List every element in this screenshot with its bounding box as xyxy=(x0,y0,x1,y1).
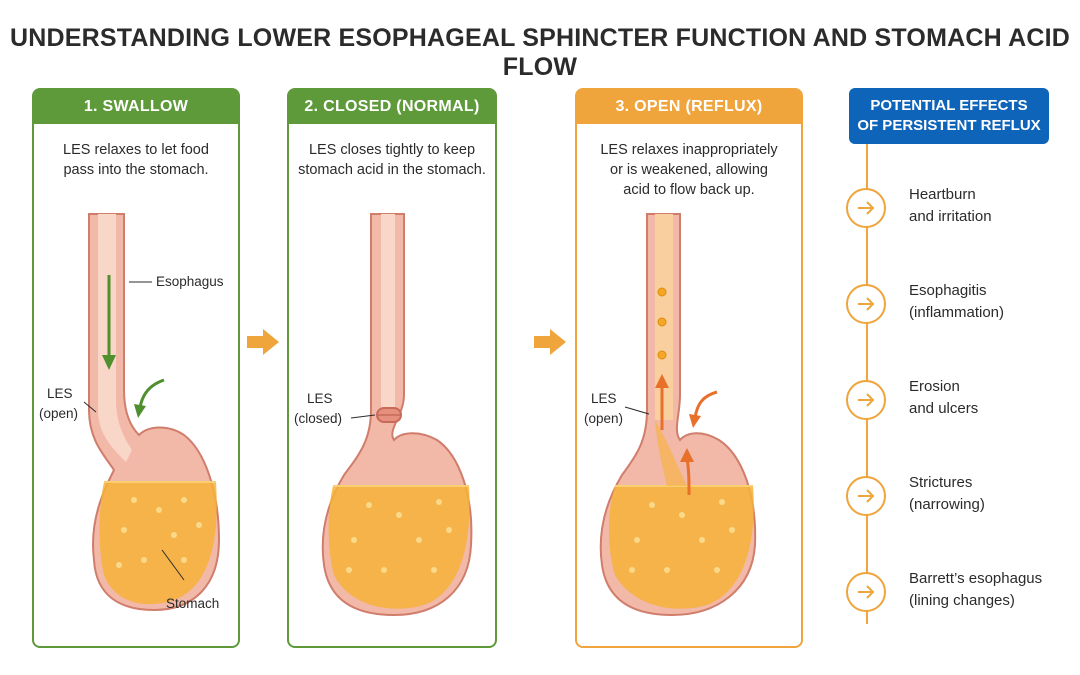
arrow-right-icon xyxy=(858,297,875,311)
effect-subtitle: (inflammation) xyxy=(909,304,1005,321)
panel-swallow: 1. SWALLOW LES relaxes to let food pass … xyxy=(32,88,240,648)
desc-line: stomach acid in the stomach. xyxy=(298,162,486,178)
effect-circle xyxy=(846,380,886,420)
effect-title: Esophagitis xyxy=(909,282,987,299)
arrow-right-icon xyxy=(858,489,875,503)
effect-title: Erosion xyxy=(909,378,960,395)
effects-header-line: POTENTIAL EFFECTS xyxy=(870,97,1028,114)
effect-circle xyxy=(846,572,886,612)
esophagus-lumen xyxy=(381,214,395,410)
arrow-right-icon xyxy=(858,201,875,215)
curved-arrow-icon xyxy=(693,390,718,419)
anatomy-open: LES (open) xyxy=(584,213,757,617)
effect-circle xyxy=(846,284,886,324)
effect-text: Strictures (narrowing) xyxy=(909,472,985,516)
label-les-state: (open) xyxy=(584,411,623,426)
effects-header: POTENTIAL EFFECTS OF PERSISTENT REFLUX xyxy=(849,88,1049,144)
effect-circle xyxy=(846,476,886,516)
panel-description-swallow: LES relaxes to let food pass into the st… xyxy=(42,140,230,180)
label-les: LES xyxy=(47,386,73,401)
label-les-state: (closed) xyxy=(294,411,342,426)
effect-item: Strictures (narrowing) xyxy=(846,470,1066,530)
panel-closed: 2. CLOSED (NORMAL) LES closes tightly to… xyxy=(287,88,497,648)
stomach-acid xyxy=(609,486,754,609)
effect-subtitle: (narrowing) xyxy=(909,496,985,513)
desc-line: LES closes tightly to keep xyxy=(308,142,476,158)
effect-text: Erosion and ulcers xyxy=(909,376,978,420)
anatomy-closed: LES (closed) xyxy=(294,213,473,617)
label-les: LES xyxy=(307,391,333,406)
up-arrow-icon xyxy=(680,448,694,462)
label-les-state: (open) xyxy=(39,406,78,421)
panel-header-open: 3. OPEN (REFLUX) xyxy=(577,90,801,124)
panel-description-closed: LES closes tightly to keep stomach acid … xyxy=(297,140,487,180)
stomach-acid xyxy=(328,486,470,609)
panel-header-closed: 2. CLOSED (NORMAL) xyxy=(289,90,495,124)
arrow-right-icon xyxy=(858,585,875,599)
page-title: UNDERSTANDING LOWER ESOPHAGEAL SPHINCTER… xyxy=(10,24,1070,81)
effect-title: Barrett’s esophagus xyxy=(909,570,1043,587)
effect-item: Esophagitis (inflammation) xyxy=(846,278,1066,338)
arrow-right-icon xyxy=(858,393,875,407)
effect-circle xyxy=(846,188,886,228)
label-esophagus: Esophagus xyxy=(156,274,224,289)
effects-header-line: OF PERSISTENT REFLUX xyxy=(857,117,1041,134)
curved-arrow-icon xyxy=(138,378,165,409)
effect-title: Heartburn xyxy=(909,186,976,203)
stomach-acid xyxy=(99,482,217,605)
effect-item: Barrett’s esophagus (lining changes) xyxy=(846,566,1066,626)
label-stomach: Stomach xyxy=(166,596,219,611)
desc-line: acid to flow back up. xyxy=(623,182,755,198)
desc-line: LES relaxes to let food xyxy=(63,142,209,158)
desc-line: pass into the stomach. xyxy=(63,162,209,178)
desc-line: LES relaxes inappropriately xyxy=(600,142,778,158)
label-les: LES xyxy=(591,391,617,406)
anatomy-swallow: Esophagus LES (open) Stomach xyxy=(39,213,224,612)
arrow-right-icon xyxy=(247,329,279,355)
effect-subtitle: and irritation xyxy=(909,208,992,225)
effect-item: Heartburn and irritation xyxy=(846,182,1066,242)
effect-text: Esophagitis (inflammation) xyxy=(909,280,1004,324)
desc-line: or is weakened, allowing xyxy=(610,162,768,178)
effect-subtitle: (lining changes) xyxy=(909,592,1015,609)
effect-text: Heartburn and irritation xyxy=(909,184,992,228)
down-arrow-icon xyxy=(102,355,116,370)
panel-header-swallow: 1. SWALLOW xyxy=(34,90,238,124)
panel-open: 3. OPEN (REFLUX) LES relaxes inappropria… xyxy=(575,88,803,648)
effect-title: Strictures xyxy=(909,474,973,491)
up-arrow-icon xyxy=(655,374,669,388)
effect-text: Barrett’s esophagus (lining changes) xyxy=(909,568,1042,612)
effect-subtitle: and ulcers xyxy=(909,400,979,417)
esophagus-lumen xyxy=(98,214,132,462)
panel-description-open: LES relaxes inappropriately or is weaken… xyxy=(585,140,793,200)
arrow-right-icon xyxy=(534,329,566,355)
esophagus-lumen xyxy=(655,214,673,420)
effect-item: Erosion and ulcers xyxy=(846,374,1066,434)
